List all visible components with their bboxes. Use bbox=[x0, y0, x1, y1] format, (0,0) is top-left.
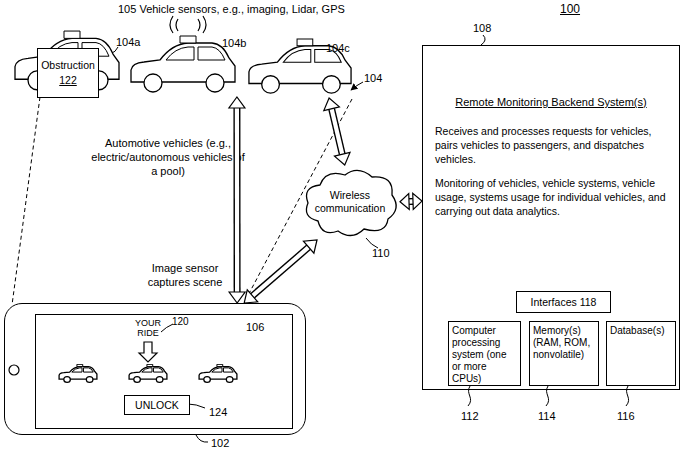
heading: Remote Monitoring Backend System(s) bbox=[423, 96, 679, 110]
callout-number: 104 bbox=[364, 72, 382, 86]
text-label: Image sensor captures scene bbox=[140, 262, 230, 290]
vehicle-drawing bbox=[131, 36, 235, 92]
callout-number: 104a bbox=[116, 36, 140, 50]
text-label: Interfaces 118 bbox=[517, 296, 610, 309]
bidirectional-arrow bbox=[244, 240, 317, 303]
vehicle-drawing bbox=[15, 31, 119, 90]
arrow-shaft-fill bbox=[235, 108, 239, 292]
callout-number: 104b bbox=[222, 37, 246, 51]
text-label: Receives and processes requests for vehi… bbox=[435, 124, 673, 167]
bidirectional-arrow bbox=[229, 97, 245, 303]
callout-number: 112 bbox=[461, 410, 479, 424]
arrow-head bbox=[229, 97, 245, 108]
database-box: Database(s)116 bbox=[606, 321, 676, 386]
cpu-box: Computer processing system (one or more … bbox=[448, 321, 521, 386]
view-cone-line bbox=[12, 97, 40, 305]
text-label: Obstruction bbox=[38, 59, 98, 72]
car-icon bbox=[129, 364, 167, 382]
arrow-head bbox=[303, 240, 317, 253]
memory-box: Memory(s) (RAM, ROM, nonvolatile)114 bbox=[529, 321, 599, 386]
arrow-shaft-fill bbox=[332, 109, 343, 155]
backend-system-box: 108Remote Monitoring Backend System(s)Re… bbox=[422, 45, 680, 390]
text-label: UNLOCK bbox=[125, 399, 189, 412]
device-screen: 106UNLOCK124 bbox=[35, 314, 293, 429]
arrow-head bbox=[324, 98, 340, 111]
leader-line bbox=[481, 35, 485, 45]
text-label: Computer processing system (one or more … bbox=[452, 325, 518, 385]
vehicle: 104b bbox=[128, 35, 238, 97]
callout-number: 102 bbox=[211, 437, 229, 451]
leader-line bbox=[626, 386, 629, 406]
arrow-shaft-fill bbox=[252, 247, 308, 296]
cloud-shape bbox=[306, 170, 396, 235]
text-label: Wireless communication bbox=[310, 189, 390, 215]
text-label: Automotive vehicles (e.g., electric/auto… bbox=[88, 137, 248, 178]
figure-number: 100 bbox=[560, 2, 580, 17]
leader-line bbox=[196, 435, 208, 442]
signal-waves bbox=[170, 16, 206, 33]
callout-number: 104c bbox=[326, 42, 350, 56]
callout-number: 110 bbox=[372, 247, 390, 261]
car-icon bbox=[199, 364, 237, 382]
arrow-head bbox=[244, 290, 258, 303]
arrow-shaft bbox=[233, 108, 240, 292]
group-arrow bbox=[351, 82, 363, 90]
callout-number: 120 bbox=[172, 316, 189, 329]
vehicle: 104c bbox=[246, 38, 354, 98]
ride-indicator-arrow bbox=[139, 342, 157, 362]
text-label: Memory(s) (RAM, ROM, nonvolatile) bbox=[533, 325, 597, 361]
arrow-shaft-fill bbox=[409, 199, 413, 203]
arrow-shaft bbox=[252, 247, 308, 296]
obstruction-box: Obstruction 122 bbox=[37, 48, 99, 98]
vehicle-drawing bbox=[249, 39, 351, 93]
callout-number: 106 bbox=[246, 321, 264, 335]
text-label: Monitoring of vehicles, vehicle systems,… bbox=[435, 176, 673, 219]
leader-line bbox=[161, 324, 173, 332]
callout-number: 122 bbox=[38, 74, 98, 87]
leader-line bbox=[546, 386, 549, 406]
callout-number: 108 bbox=[473, 22, 491, 36]
text-label: Database(s) bbox=[610, 325, 674, 337]
sensor-label: 105 Vehicle sensors, e.g., imaging, Lida… bbox=[118, 3, 345, 17]
phone-button bbox=[9, 365, 19, 375]
bidirectional-arrow bbox=[324, 98, 350, 165]
interface-box: Interfaces 118 bbox=[516, 291, 611, 313]
text-label: YOUR RIDE bbox=[130, 318, 166, 339]
arrow-shaft bbox=[332, 109, 343, 155]
unlock-button: UNLOCK124 bbox=[124, 395, 190, 415]
arrow-head bbox=[400, 194, 409, 210]
vehicle-outline bbox=[128, 35, 238, 97]
arrow-head bbox=[413, 193, 422, 209]
callout-number: 124 bbox=[209, 406, 227, 420]
wireless-cloud: Wireless communication110 bbox=[300, 165, 400, 240]
callout-number: 116 bbox=[617, 410, 635, 424]
leader-line bbox=[188, 404, 205, 408]
leader-line bbox=[468, 386, 471, 406]
arrow-shaft bbox=[409, 198, 413, 205]
bidirectional-arrow bbox=[400, 193, 422, 209]
arrow-head bbox=[229, 292, 245, 303]
vehicle: 104aObstruction122 bbox=[12, 30, 122, 95]
leader-line bbox=[366, 238, 378, 248]
callout-number: 114 bbox=[538, 410, 556, 424]
car-icon bbox=[59, 364, 97, 382]
arrow-head bbox=[334, 152, 350, 165]
